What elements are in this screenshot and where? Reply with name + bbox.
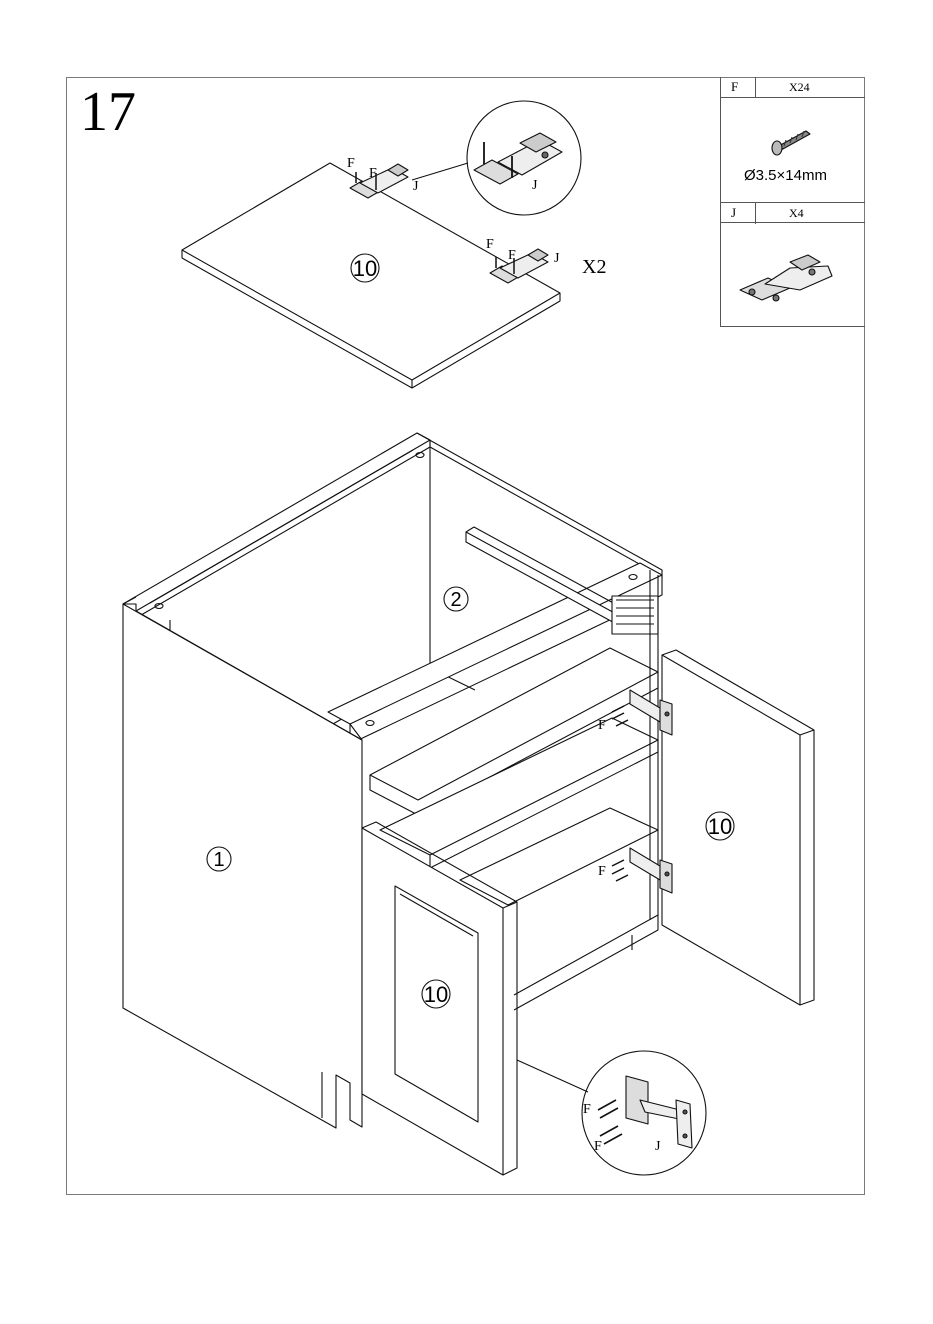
callout-line [517, 1060, 588, 1092]
hinge-icon [740, 255, 832, 301]
screw-label: F [598, 718, 606, 733]
screw-label: F [508, 248, 516, 263]
part-number-label: 10 [424, 982, 448, 1007]
multiplier-label: X2 [582, 256, 606, 278]
screw-label: F [347, 156, 355, 171]
door-right [662, 650, 814, 1005]
hinge-label: J [655, 1139, 661, 1154]
side-panel-left [123, 597, 362, 1128]
screw-icon [772, 131, 810, 155]
screw-label: F [598, 864, 606, 879]
callout-line [412, 163, 468, 180]
hinge-label: J [413, 179, 419, 194]
part-number-label: 10 [708, 814, 732, 839]
screw-label: F [369, 166, 377, 181]
hinge-label: J [532, 178, 538, 193]
part-callout-right-door: 10 [706, 812, 734, 840]
part-callout-back-panel: 2 [444, 587, 468, 611]
screw-label: F [594, 1139, 602, 1154]
part-number-label: 1 [213, 849, 224, 871]
screw-label: F [486, 237, 494, 252]
part-callout-top-door: 10 [351, 254, 379, 282]
screw-label: F [583, 1102, 591, 1117]
hinge-label: J [554, 251, 560, 266]
part-callout-left-door: 10 [422, 980, 450, 1008]
cabinet-top-back-rail [123, 433, 662, 618]
part-number-label: 10 [353, 256, 377, 281]
part-number-label: 2 [450, 589, 461, 611]
